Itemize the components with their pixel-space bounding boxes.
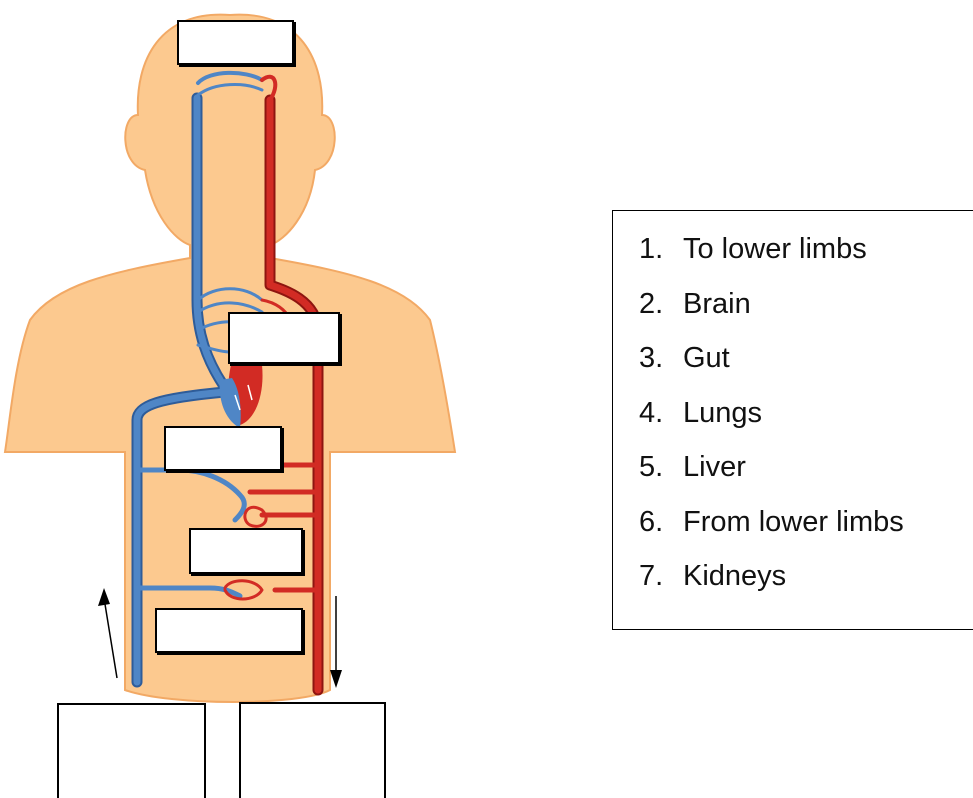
legend-item: 2.Brain: [639, 282, 904, 337]
legend-item-label: Lungs: [683, 397, 762, 429]
legend-item-number: 7.: [639, 554, 683, 598]
label-box-gut-level[interactable]: [189, 528, 303, 574]
legend-item: 1.To lower limbs: [639, 227, 904, 282]
legend-item-number: 5.: [639, 445, 683, 489]
legend-item: 4.Lungs: [639, 391, 904, 446]
legend-box: 1.To lower limbs 2.Brain 3.Gut 4.Lungs 5…: [612, 210, 973, 630]
legend-item: 6.From lower limbs: [639, 500, 904, 555]
legend-item-label: Kidneys: [683, 560, 786, 592]
legend-item-label: Gut: [683, 342, 730, 374]
legend-item-number: 1.: [639, 227, 683, 271]
legend-item-label: To lower limbs: [683, 233, 867, 265]
label-box-head[interactable]: [177, 20, 294, 65]
legend-item: 7.Kidneys: [639, 554, 904, 609]
legend-item-number: 6.: [639, 500, 683, 544]
label-box-heart-level[interactable]: [164, 426, 282, 471]
down-arrow-icon: [330, 596, 342, 688]
label-box-kidney-level[interactable]: [155, 608, 303, 653]
legend-item-number: 3.: [639, 336, 683, 380]
legend-item: 5.Liver: [639, 445, 904, 500]
legend-item-label: From lower limbs: [683, 506, 904, 538]
legend-list: 1.To lower limbs 2.Brain 3.Gut 4.Lungs 5…: [639, 227, 904, 609]
legend-item-number: 2.: [639, 282, 683, 326]
legend-item: 3.Gut: [639, 336, 904, 391]
label-box-bottom-right[interactable]: [239, 702, 386, 798]
legend-item-label: Brain: [683, 288, 751, 320]
label-box-lungs[interactable]: [228, 312, 340, 364]
up-arrow-icon: [98, 588, 117, 678]
label-box-bottom-left[interactable]: [57, 703, 206, 798]
legend-item-label: Liver: [683, 451, 746, 483]
legend-item-number: 4.: [639, 391, 683, 435]
